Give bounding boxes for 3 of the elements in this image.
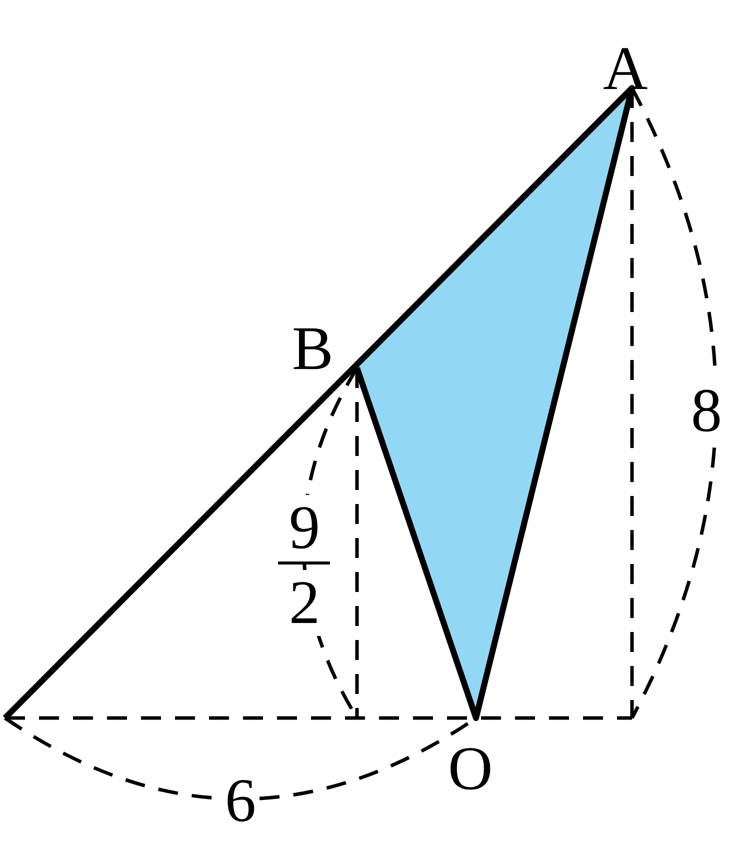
point-label: O — [448, 738, 493, 800]
point-label: A — [603, 38, 648, 100]
point-label: B — [292, 318, 334, 380]
